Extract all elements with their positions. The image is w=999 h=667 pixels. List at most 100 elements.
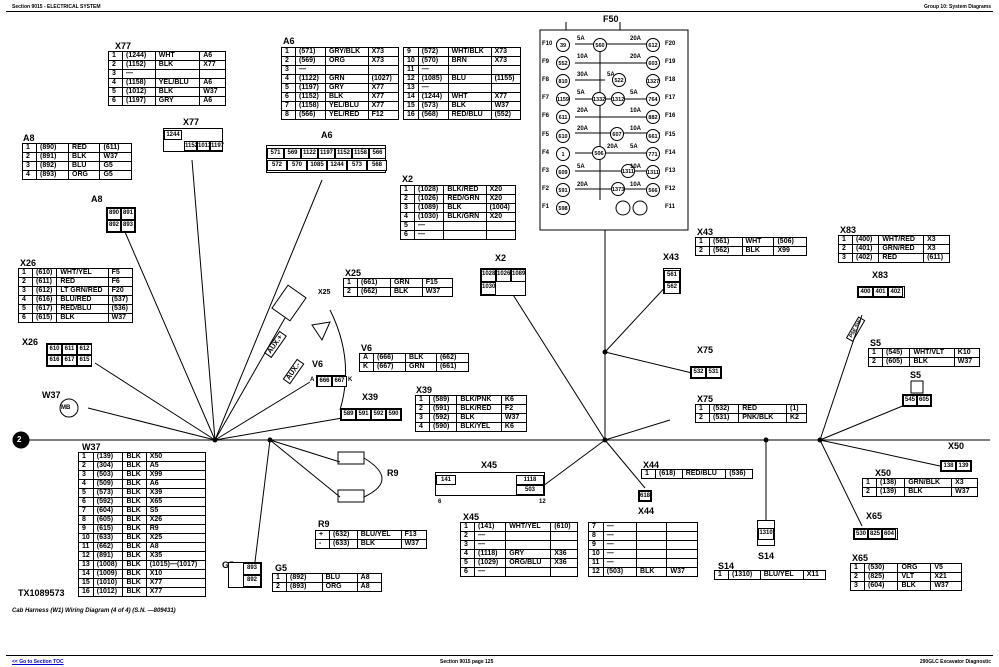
v6-cell: (662): [435, 353, 470, 363]
x26-row: 5(617)RED/BLU(536): [18, 304, 134, 314]
a6-right-row: 12(1085)BLU(1155): [403, 74, 522, 84]
x45-right-cell: [636, 540, 668, 550]
x44-cell: RED/BLU: [681, 469, 727, 479]
w37-cell: 16: [78, 587, 94, 597]
x75-cell: 2: [695, 413, 710, 423]
f50-wire-center: 1311: [621, 164, 635, 178]
x45-right-cell: 7: [588, 522, 604, 532]
x45-right-cell: 10: [588, 549, 604, 559]
s14-cell: X11: [802, 570, 827, 580]
g5-cell: BLU: [321, 573, 358, 583]
x39-pin: 590: [386, 409, 401, 420]
x39-cell: BLK/RED: [456, 404, 502, 414]
f50-wire-center: 1312: [611, 92, 625, 106]
x65-cell: BLK: [897, 581, 932, 591]
x83-pin: 400: [858, 287, 873, 297]
x26-cell: RED: [56, 277, 109, 287]
g5-title: G5: [275, 563, 288, 573]
s5-title: S5: [870, 338, 882, 348]
x26-cell: (616): [31, 295, 58, 305]
f50-fuse-label: F17: [665, 95, 676, 102]
x45-left-cell: (610): [550, 522, 578, 532]
f50-amp-rating: 20A: [630, 54, 642, 60]
x2-row: 6—: [400, 230, 517, 240]
w37-cell: (139): [92, 452, 124, 462]
v6-conn-title: V6: [312, 359, 324, 369]
w37-cell: (1010): [92, 578, 124, 588]
x39-cell: (591): [428, 404, 458, 414]
w37-cell: X25: [145, 533, 207, 543]
a6-right-cell: (552): [490, 110, 522, 120]
x25-cell: BLK: [389, 287, 423, 297]
x2-cell: 5: [400, 221, 415, 231]
x77-cell: 2: [108, 60, 123, 70]
mb-label: MB: [61, 405, 71, 411]
x77-pin-1244: 1244: [164, 130, 182, 140]
x75-conn-title: X75: [697, 345, 714, 355]
x45-left-cell: 6: [460, 567, 475, 577]
f50-amp-rating: 20A: [577, 108, 589, 114]
a6-right-cell: RED/BLU: [447, 110, 492, 120]
v6-row: A(666)BLK(662): [359, 353, 470, 363]
x77-cell: W37: [199, 87, 226, 97]
x2-conn-title: X2: [495, 253, 507, 263]
a6-left-cell: 8: [281, 110, 296, 120]
w37-cell: (573): [92, 488, 124, 498]
f50-wire-right: 771: [646, 146, 660, 161]
toc-link[interactable]: << Go to Section TOC: [12, 659, 64, 665]
w37-cell: X65: [145, 497, 207, 507]
a6-left-cell: YEL/BLU: [324, 101, 369, 111]
x45-left-cell: 2: [460, 531, 475, 541]
f50-amp-rating: 10A: [630, 108, 642, 114]
r9-title: R9: [318, 519, 330, 529]
a6-right-row: 13—: [403, 83, 522, 93]
a6-pin: 1158: [352, 148, 369, 159]
f50-fuse-label: F13: [665, 167, 676, 174]
w37-cell: 2: [78, 461, 94, 471]
w37-cell: (604): [92, 506, 124, 516]
v6-cell: (661): [435, 362, 470, 372]
x39-cell: 3: [415, 413, 430, 423]
s5-pin: 605: [917, 395, 931, 406]
f50-amp-rating: 5A: [630, 90, 638, 96]
a6-pin: 569: [284, 148, 301, 159]
a8-pin: 892: [107, 220, 121, 232]
f50-fuse-label: F2: [542, 185, 550, 192]
f50-wire-left: 591: [556, 182, 570, 197]
w37-cell: 13: [78, 560, 94, 570]
x75-cell: K2: [786, 413, 807, 423]
x77-cell: (1012): [122, 87, 156, 97]
a6-left-cell: X77: [367, 101, 400, 111]
footer-right: 290GLC Excavator Diagnostic: [919, 659, 991, 665]
f50-amp-rating: 20A: [577, 126, 589, 132]
x44-cell: 1: [641, 469, 656, 479]
a6-left-cell: X73: [367, 47, 400, 57]
a6-right-cell: —: [417, 83, 449, 93]
w37-cell: X77: [145, 578, 207, 588]
x43-cell: BLK: [741, 246, 775, 256]
a6-pin: 1197: [318, 148, 335, 159]
w37-cell: 4: [78, 479, 94, 489]
x83-cell: GRN/RED: [878, 244, 925, 254]
r9-cell: BLU/YEL: [356, 530, 402, 540]
x26-cell: (617): [31, 304, 58, 314]
a6-right-cell: (568): [417, 110, 449, 120]
x83-cell: 1: [838, 235, 853, 245]
x44-connector: 618: [638, 490, 652, 502]
a6-right-cell: BLU: [447, 74, 492, 84]
x45-left-cell: [505, 567, 552, 577]
x26-pin: 610: [47, 344, 62, 355]
w37-cell: 12: [78, 551, 94, 561]
x83-cell: (611): [923, 253, 950, 263]
